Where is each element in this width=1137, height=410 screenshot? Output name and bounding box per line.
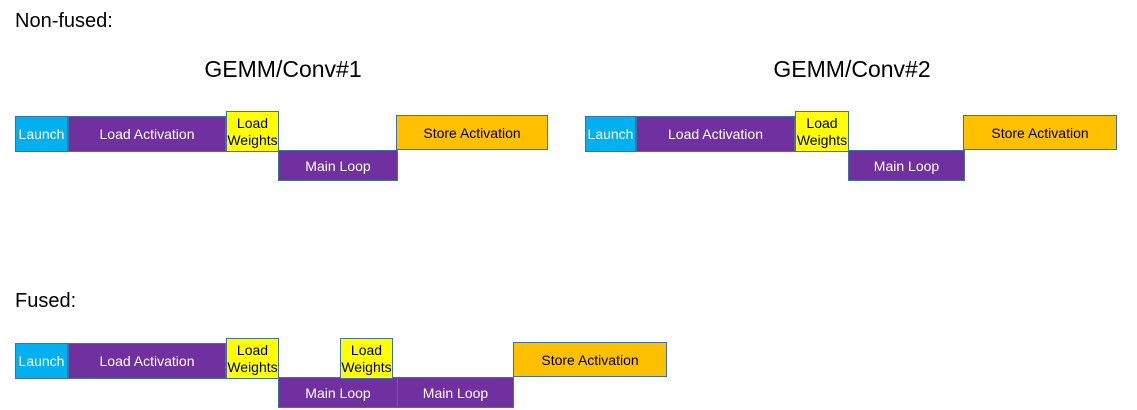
bar-label: Store Activation <box>423 124 521 141</box>
bar-nonfused-g1-load-activation: Load Activation <box>68 116 226 152</box>
bar-label: Load Activation <box>99 353 195 369</box>
bar-nonfused-g1-load-weights: Load Weights <box>226 111 279 152</box>
group-title-gemm-conv-2: GEMM/Conv#2 <box>773 56 931 82</box>
bar-fused-store-activation: Store Activation <box>513 342 667 377</box>
bar-label: Load Activation <box>99 126 195 142</box>
bar-label: Load Weights <box>796 114 848 148</box>
bar-label: Launch <box>18 126 65 142</box>
bar-label: Store Activation <box>541 351 639 368</box>
bar-nonfused-g1-store-activation: Store Activation <box>396 115 548 150</box>
bar-fused-main-loop-1: Main Loop <box>278 377 398 408</box>
bar-label: Store Activation <box>991 124 1089 141</box>
group-title-gemm-conv-1: GEMM/Conv#1 <box>204 56 362 82</box>
bar-label: Main Loop <box>422 384 489 401</box>
bar-fused-load-weights-2: Load Weights <box>340 338 393 379</box>
bar-label: Load Weights <box>227 114 278 148</box>
bar-label: Load Activation <box>668 126 763 142</box>
bar-label: Main Loop <box>305 384 371 401</box>
bar-nonfused-g2-main-loop: Main Loop <box>848 150 965 181</box>
bar-label: Main Loop <box>305 157 371 174</box>
bar-label: Main Loop <box>873 157 940 174</box>
bar-nonfused-g2-load-weights: Load Weights <box>795 111 849 152</box>
bar-nonfused-g2-launch: Launch <box>585 116 636 152</box>
bar-fused-load-weights-1: Load Weights <box>226 338 279 379</box>
bar-label: Launch <box>18 353 65 369</box>
bar-fused-load-activation: Load Activation <box>68 343 226 379</box>
bar-nonfused-g2-load-activation: Load Activation <box>636 116 795 152</box>
bar-nonfused-g1-main-loop: Main Loop <box>278 150 398 181</box>
section-label-fused: Fused: <box>15 290 77 312</box>
bar-fused-main-loop-2: Main Loop <box>397 377 514 408</box>
section-label-non-fused: Non-fused: <box>15 10 113 32</box>
bar-label: Launch <box>587 126 634 142</box>
bar-fused-launch: Launch <box>15 343 68 379</box>
bar-nonfused-g2-store-activation: Store Activation <box>963 115 1117 150</box>
bar-nonfused-g1-launch: Launch <box>15 116 68 152</box>
bar-label: Load Weights <box>341 341 392 375</box>
bar-label: Load Weights <box>227 341 278 375</box>
